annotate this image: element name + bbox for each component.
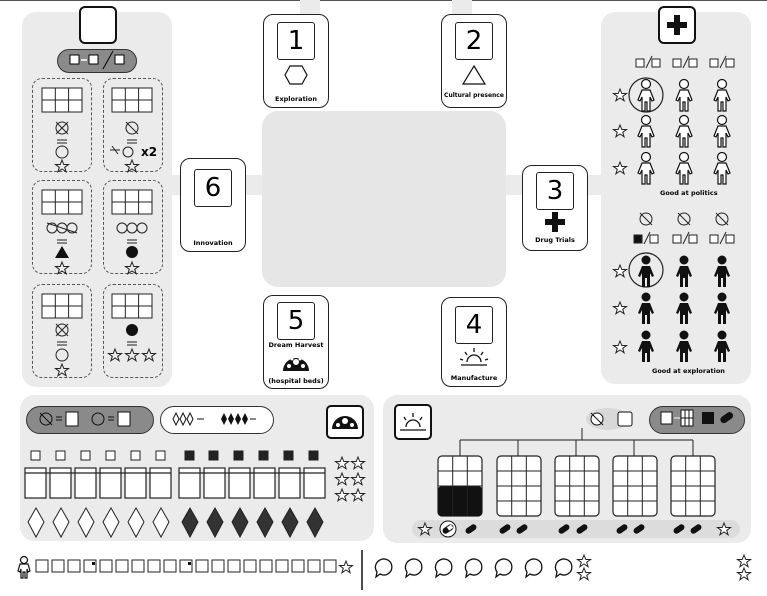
center-connector-v2 [452, 0, 472, 16]
action-card-2[interactable]: 2 Cultural presence [441, 14, 507, 108]
sunrise-icon [459, 348, 489, 366]
action-sublabel-5: (hospital beds) [268, 377, 324, 385]
action-number-6: 6 [194, 169, 232, 207]
sunrise-icon [394, 404, 432, 440]
action-label-5: Dream Harvest [268, 341, 324, 349]
dream-rule-oval-right [160, 406, 274, 434]
action-card-5[interactable]: 5 Dream Harvest (hospital beds) [263, 295, 329, 389]
patients-upper-label: Good at politics [660, 189, 718, 197]
research-slot-4[interactable] [103, 180, 163, 274]
action-card-3[interactable]: 3 Drug Trials [522, 165, 588, 251]
dice-exchange-icon [69, 50, 125, 70]
action-card-1[interactable]: 1 Exploration [263, 14, 329, 108]
patients-lower-label: Good at exploration [652, 367, 725, 375]
research-slot-2[interactable] [103, 78, 163, 172]
action-number-3: 3 [536, 172, 574, 210]
action-label-3: Drug Trials [535, 236, 575, 244]
dream-orb-icon [283, 357, 309, 371]
top-divider [0, 0, 767, 1]
center-board [262, 111, 506, 287]
research-multiplier: x2 [141, 145, 158, 159]
medical-cross-icon [545, 212, 565, 232]
action-card-4[interactable]: 4 Manufacture [441, 297, 507, 387]
hexagon-icon [284, 65, 308, 85]
research-slot-1[interactable] [32, 78, 92, 172]
action-label-1: Exploration [275, 95, 317, 103]
action-label-2: Cultural presence [444, 92, 504, 99]
dream-orb-icon [326, 405, 364, 439]
action-label-4: Manufacture [450, 374, 498, 382]
action-number-1: 1 [277, 22, 315, 60]
research-slot-3[interactable] [32, 180, 92, 274]
action-number-5: 5 [277, 302, 315, 340]
action-number-2: 2 [455, 22, 493, 60]
research-slot-5[interactable] [32, 284, 92, 378]
action-number-4: 4 [455, 306, 493, 344]
action-card-6[interactable]: 6 Innovation [180, 158, 246, 252]
empty-square-icon [79, 6, 117, 44]
action-label-6: Innovation [193, 239, 233, 247]
center-connector-v [300, 0, 320, 16]
medical-cross-icon [658, 6, 696, 44]
research-slot-6[interactable] [103, 284, 163, 378]
triangle-icon [461, 64, 487, 85]
